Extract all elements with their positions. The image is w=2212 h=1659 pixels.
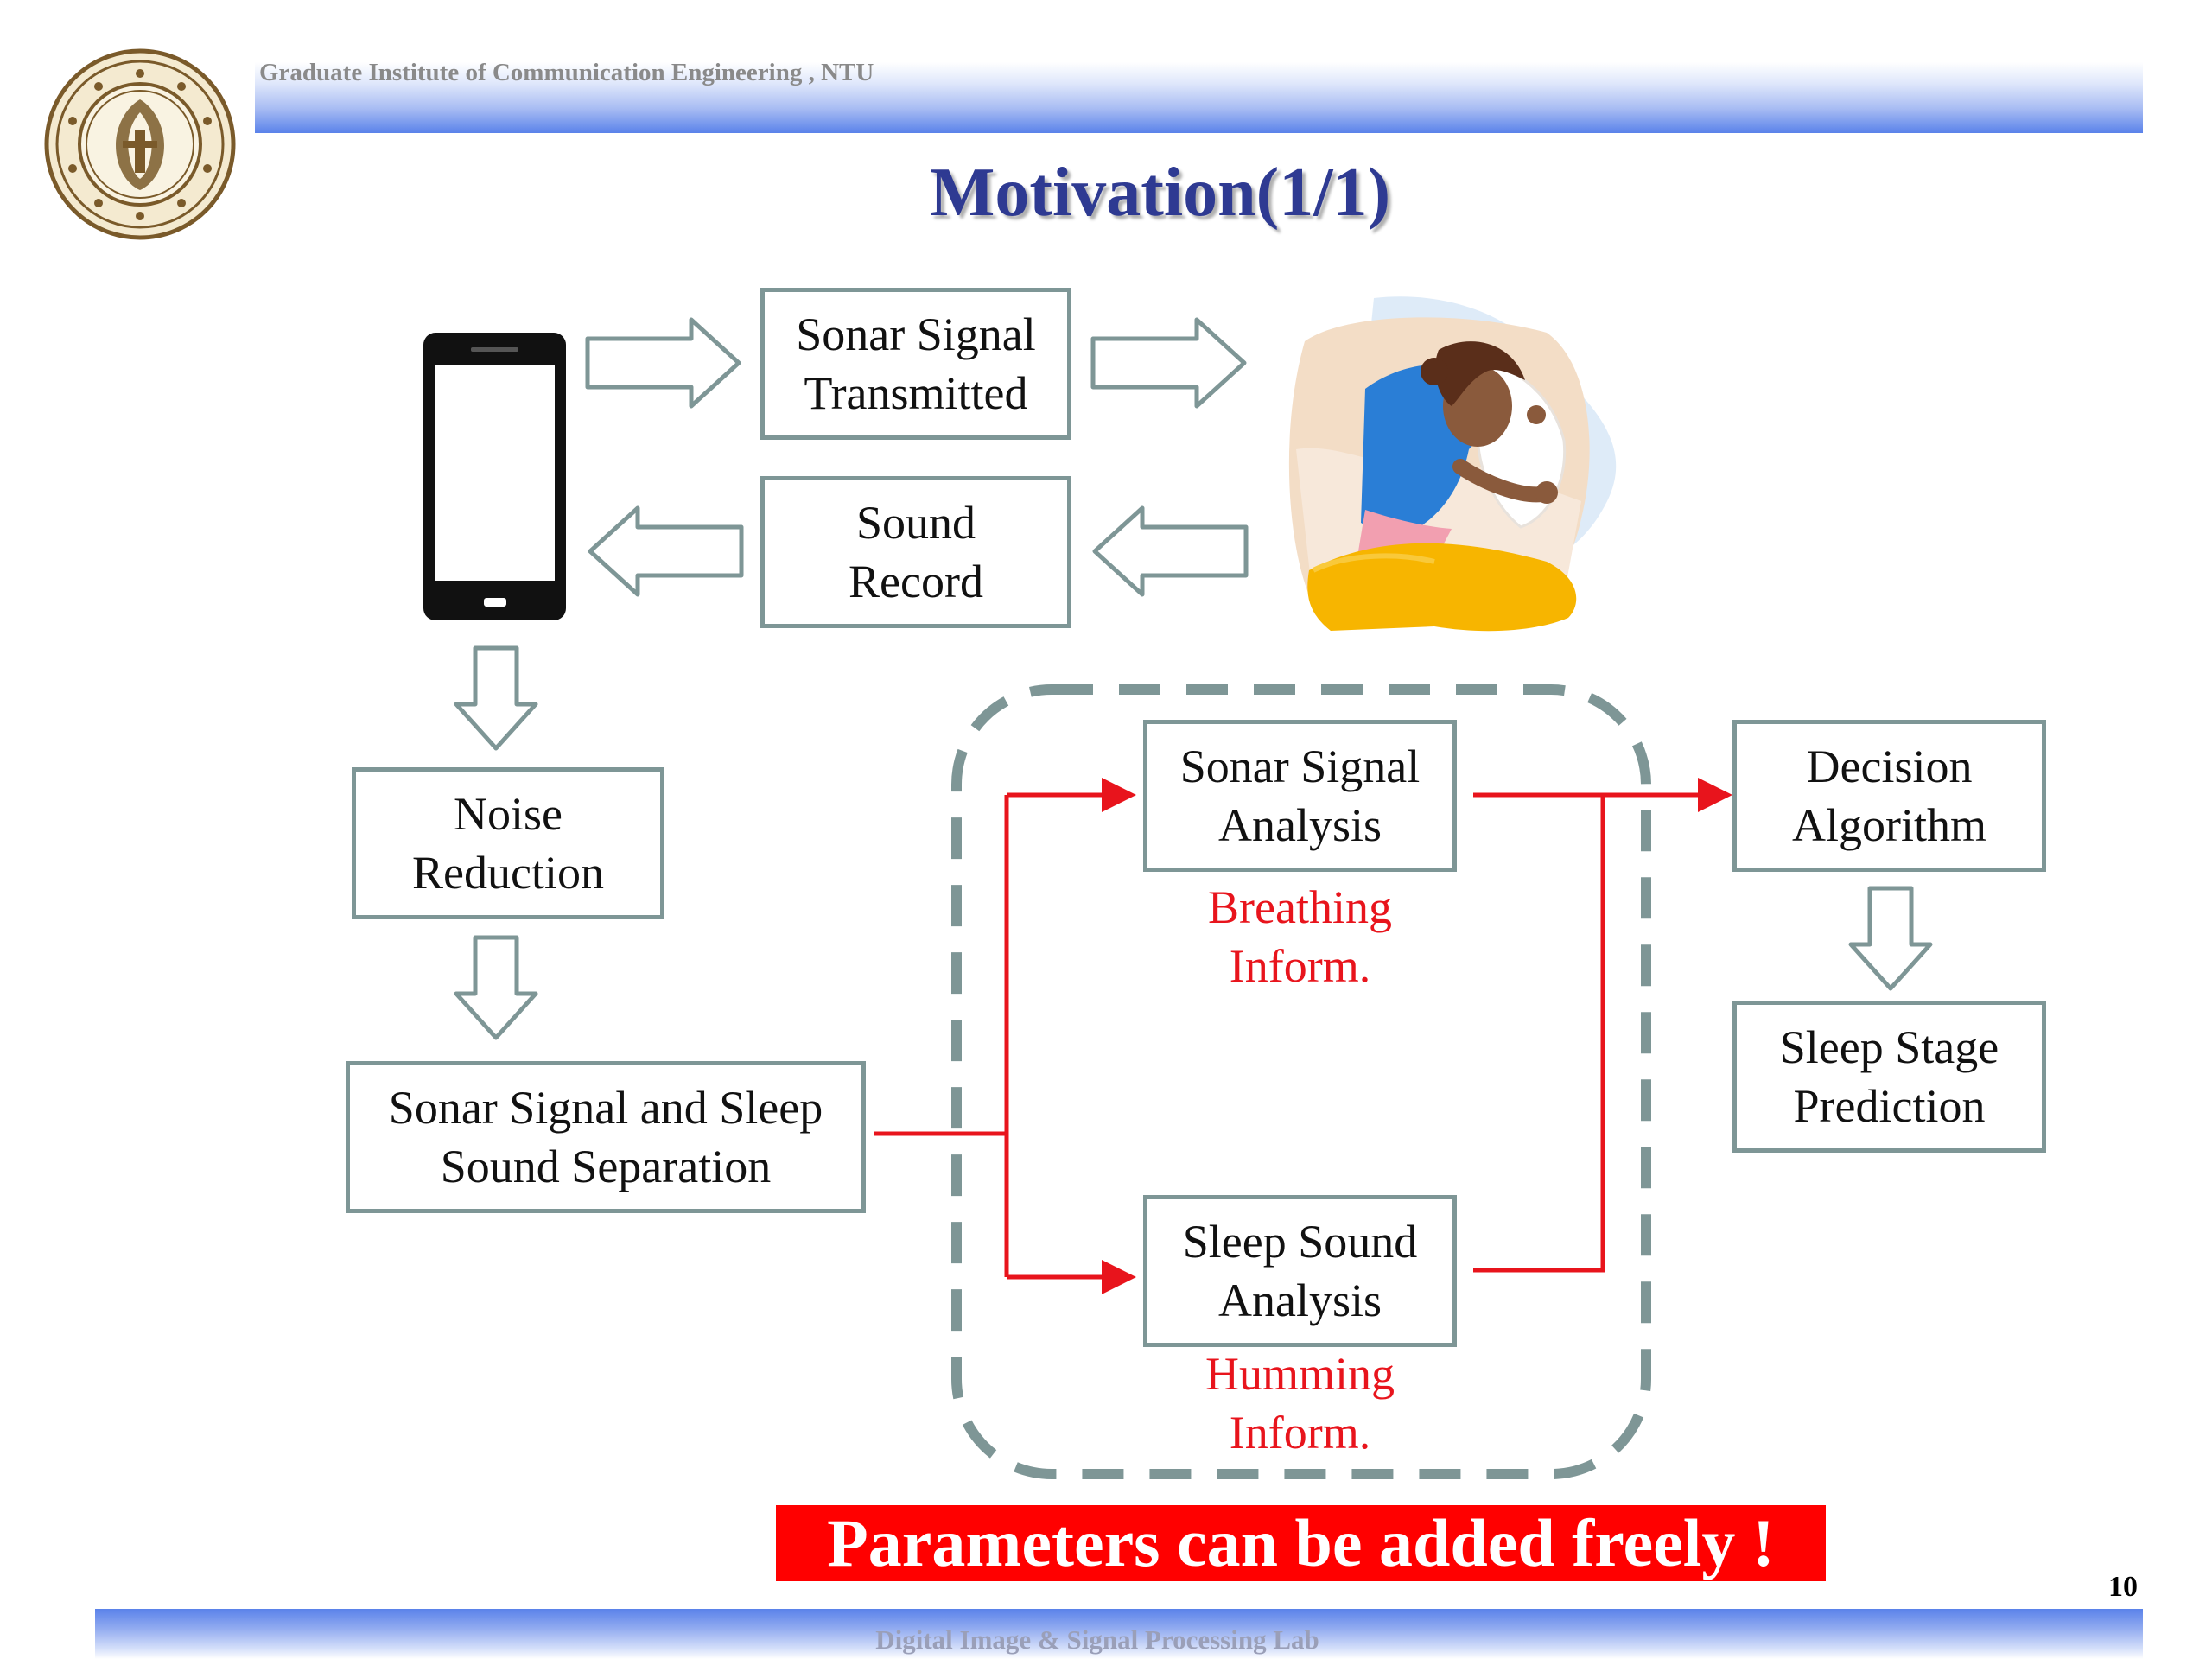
box-sonar-signal-transmitted: Sonar Signal Transmitted [760,288,1071,440]
box-sleep-stage-prediction: Sleep Stage Prediction [1732,1001,2046,1153]
header-bar [255,62,2143,133]
arrow-right-phone-to-sonar [585,317,741,409]
header-institute-text: Graduate Institute of Communication Engi… [259,59,874,86]
arrow-right-sonar-to-person [1090,317,1247,409]
arrow-down-phone-to-noise [454,645,538,751]
red-line-merge [1473,792,1605,1273]
university-seal-icon [44,48,236,240]
box-separation: Sonar Signal and Sleep Sound Separation [346,1061,866,1213]
parameters-banner: Parameters can be added freely ! [776,1505,1826,1581]
arrow-left-person-to-record [1092,505,1249,597]
footer-bar [95,1609,2143,1659]
page-number: 10 [2108,1571,2138,1603]
footer-lab-text: Digital Image & Signal Processing Lab [875,1624,1319,1655]
box-sound-record: Sound Record [760,476,1071,628]
box-noise-reduction: Noise Reduction [352,767,664,919]
smartphone-icon [423,333,566,620]
red-line-separation-split [874,795,1009,1277]
arrow-down-decision-to-prediction [1848,886,1933,991]
box-sleep-sound-analysis: Sleep Sound Analysis [1143,1195,1457,1347]
arrow-down-noise-to-separation [454,935,538,1040]
analysis-region-dashed [951,684,1651,1479]
slide-title: Motivation(1/1) [929,155,1391,231]
annotation-breathing: Breathing Inform. [1208,881,1392,992]
arrow-left-record-to-phone [588,505,744,597]
annotation-humming: Humming Inform. [1205,1348,1395,1459]
sleeping-person-illustration [1288,296,1617,632]
box-decision-algorithm: Decision Algorithm [1732,720,2046,872]
box-sonar-signal-analysis: Sonar Signal Analysis [1143,720,1457,872]
